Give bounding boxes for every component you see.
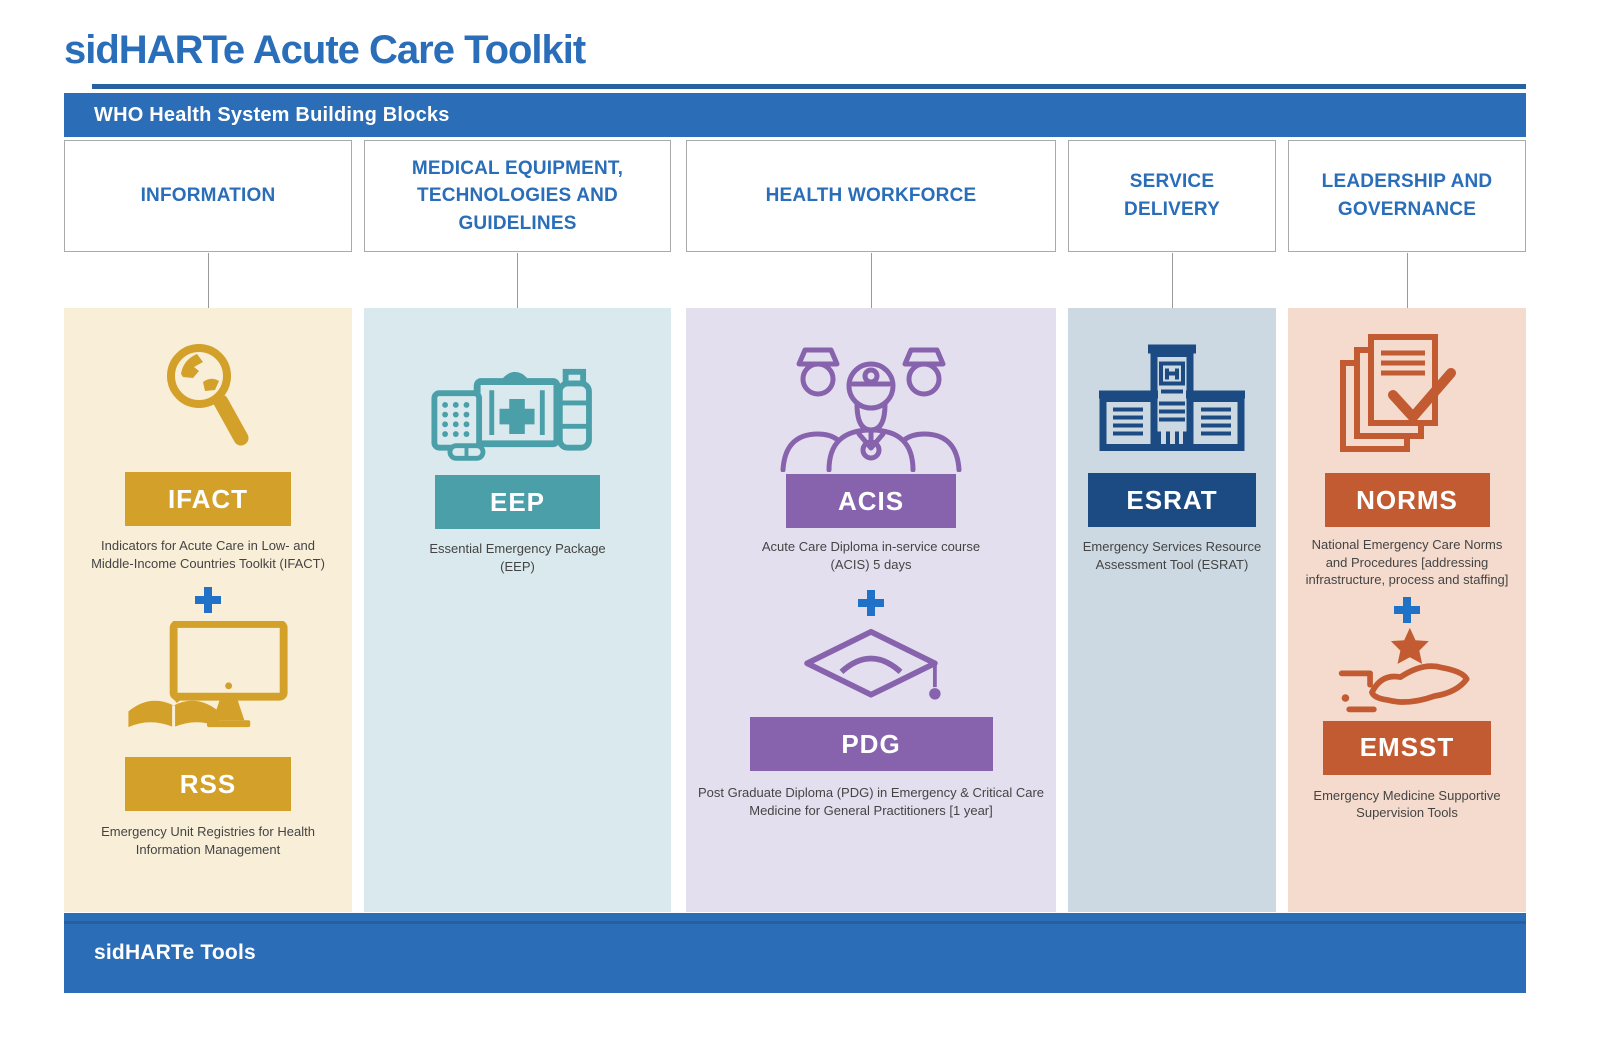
first-aid-kit-icon (428, 366, 608, 471)
header-label: MEDICAL EQUIPMENT, TECHNOLOGIES AND GUID… (411, 157, 624, 234)
header-box-leadership-governance: LEADERSHIP AND GOVERNANCE (1288, 140, 1526, 252)
rss-caption: Emergency Unit Registries for Health Inf… (101, 824, 315, 857)
column-medical-equipment: EEP Essential Emergency Package (EEP) (364, 308, 671, 912)
emsst-caption: Emergency Medicine Supportive Supervisio… (1313, 787, 1501, 821)
acis-caption: Acute Care Diploma in-service course (AC… (761, 539, 981, 572)
who-bar-label: WHO Health System Building Blocks (94, 103, 450, 126)
header-box-health-workforce: HEALTH WORKFORCE (686, 140, 1056, 252)
rss-badge-label: RSS (179, 768, 237, 799)
computer-book-icon (123, 621, 293, 733)
plus-icon (195, 587, 221, 614)
emsst-badge: EMSST (1323, 720, 1491, 775)
column-leadership-governance: NORMS National Emergency Care Norms and … (1288, 308, 1526, 912)
pdg-caption: Post Graduate Diploma (PDG) in Emergency… (697, 785, 1045, 818)
pdg-badge: PDG (749, 717, 993, 772)
header-label: LEADERSHIP AND GOVERNANCE (1321, 171, 1493, 220)
medical-team-icon (771, 334, 971, 472)
header-box-medical-equipment: MEDICAL EQUIPMENT, TECHNOLOGIES AND GUID… (364, 140, 671, 252)
connector-line (871, 253, 872, 308)
ifact-badge: IFACT (125, 472, 291, 526)
esrat-badge: ESRAT (1088, 473, 1256, 527)
acis-badge: ACIS (786, 474, 956, 528)
connector-line (208, 253, 209, 308)
sidharte-tools-bar: sidHARTe Tools (64, 913, 1526, 993)
header-label: HEALTH WORKFORCE (765, 185, 977, 207)
column-service-delivery: ESRAT Emergency Services Resource Assess… (1068, 308, 1276, 912)
rss-badge: RSS (125, 757, 291, 812)
acis-badge-label: ACIS (837, 485, 905, 516)
eep-caption: Essential Emergency Package (EEP) (429, 541, 606, 574)
who-building-blocks-bar: WHO Health System Building Blocks (64, 93, 1526, 137)
esrat-badge-label: ESRAT (1126, 484, 1218, 515)
connector-line (1172, 253, 1173, 308)
norms-caption: National Emergency Care Norms and Proced… (1305, 537, 1509, 588)
documents-check-icon (1337, 333, 1477, 465)
plus-icon (1394, 596, 1420, 623)
esrat-caption: Emergency Services Resource Assessment T… (1082, 539, 1262, 572)
header-label: INFORMATION (140, 185, 276, 207)
header-label: SERVICE DELIVERY (1124, 171, 1220, 220)
column-health-workforce: ACIS Acute Care Diploma in-service cours… (686, 308, 1056, 912)
hospital-icon (1097, 338, 1247, 460)
ifact-caption: Indicators for Acute Care in Low- and Mi… (91, 538, 325, 571)
eep-badge-label: EEP (489, 486, 546, 517)
pdg-badge-label: PDG (841, 728, 901, 759)
top-rule (92, 84, 1526, 89)
norms-badge-label: NORMS (1356, 484, 1458, 515)
norms-badge: NORMS (1324, 473, 1490, 527)
page-title: sidHARTe Acute Care Toolkit (64, 28, 586, 72)
graduation-cap-icon (796, 628, 946, 710)
connector-line (1407, 253, 1408, 308)
star-hand-icon (1332, 626, 1482, 716)
globe-magnifier-icon (153, 336, 263, 458)
header-box-service-delivery: SERVICE DELIVERY (1068, 140, 1276, 252)
footer-bar-label: sidHARTe Tools (94, 941, 256, 964)
column-information: IFACT Indicators for Acute Care in Low- … (64, 308, 352, 912)
plus-icon (858, 590, 884, 617)
eep-badge: EEP (435, 475, 600, 529)
ifact-badge-label: IFACT (167, 483, 249, 514)
connector-line (517, 253, 518, 308)
emsst-badge-label: EMSST (1359, 732, 1455, 763)
header-box-information: INFORMATION (64, 140, 352, 252)
